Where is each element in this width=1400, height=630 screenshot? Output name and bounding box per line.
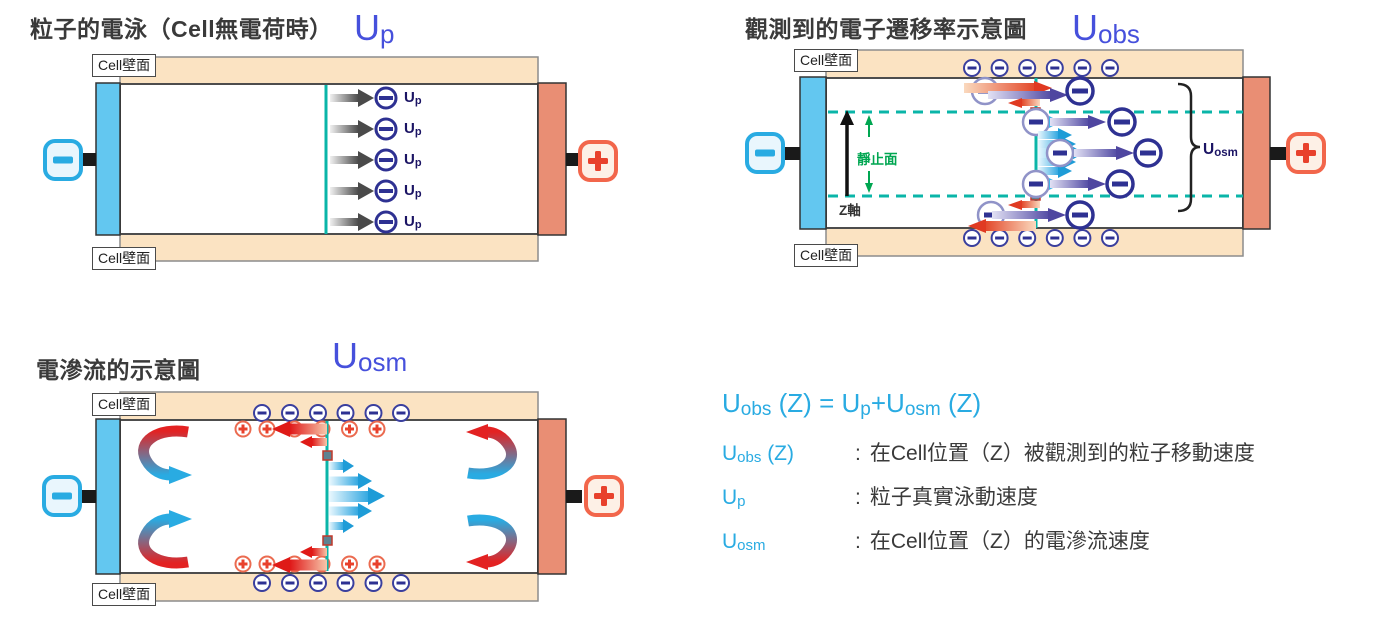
up-velocity-label: Up — [404, 213, 422, 231]
minus-terminal-icon — [43, 139, 83, 181]
cell-wall-top — [119, 391, 539, 421]
negative-electrode-plate — [95, 418, 121, 575]
diagram1-big-label: Up — [354, 7, 395, 49]
cell-wall-top — [119, 56, 539, 85]
negative-electrode-plate — [95, 82, 121, 236]
up-velocity-label: Up — [404, 89, 422, 107]
formula-block: Uobs (Z) = Up+Uosm (Z) Uobs (Z) : 在Cell位… — [722, 388, 1255, 569]
definition-row: Up : 粒子真實泳動速度 — [722, 486, 1038, 510]
negative-electrode-plate — [799, 76, 827, 230]
up-velocity-label: Up — [404, 151, 422, 169]
stationary-plane-markers — [865, 115, 873, 193]
uosm-brace-label: Uosm — [1203, 141, 1238, 159]
cell-wall-label: Cell壁面 — [92, 583, 157, 606]
diagram-electroosmotic-flow — [42, 391, 624, 602]
cell-wall-top — [825, 49, 1244, 79]
electrode-stub — [1270, 147, 1288, 160]
positive-electrode-plate — [537, 82, 567, 236]
plus-terminal-icon — [1286, 132, 1326, 174]
uosm-brace — [1177, 82, 1201, 213]
flow-row-near-top-wall — [964, 76, 1095, 108]
diagram2-title: 觀測到的電子遷移率示意圖 — [745, 16, 1027, 42]
positive-electrode-plate — [1242, 76, 1271, 230]
cell-chamber — [119, 83, 539, 235]
cell-wall-bottom — [119, 233, 539, 262]
equation: Uobs (Z) = Up+Uosm (Z) — [722, 388, 982, 420]
electroosmotic-flow-profile — [272, 421, 385, 573]
diagram-electrophoresis — [43, 56, 618, 262]
diagram3-title: 電滲流的示意圖 — [36, 357, 201, 383]
flow-row-near-bottom-wall — [968, 200, 1095, 233]
cell-wall-label: Cell壁面 — [92, 247, 157, 270]
diagram2-big-label: Uobs — [1072, 7, 1140, 49]
plus-terminal-icon — [578, 140, 618, 182]
cell-wall-bottom — [119, 572, 539, 602]
cell-wall-label: Cell壁面 — [92, 393, 157, 416]
diagram3-big-label: Uosm — [332, 335, 408, 377]
electrode-stub — [566, 490, 582, 503]
electrode-stub — [80, 153, 96, 166]
diagram1-title: 粒子的電泳（Cell無電荷時） — [30, 16, 333, 42]
cell-wall-label: Cell壁面 — [92, 54, 157, 77]
diagram-observed-mobility — [745, 49, 1326, 257]
stationary-plane-label: 靜止面 — [857, 152, 898, 167]
minus-terminal-icon — [42, 475, 82, 517]
flow-row-upper-plane — [1021, 107, 1137, 137]
electrode-stub — [80, 490, 96, 503]
flow-row-lower-plane — [1021, 169, 1135, 199]
z-axis-arrow — [840, 110, 854, 196]
electrode-stub — [784, 147, 800, 160]
cell-wall-label: Cell壁面 — [794, 49, 859, 72]
definition-row: Uosm : 在Cell位置（Z）的電滲流速度 — [722, 530, 1150, 554]
up-velocity-label: Up — [404, 120, 422, 138]
up-velocity-label: Up — [404, 182, 422, 200]
plus-terminal-icon — [584, 475, 624, 517]
cell-wall-label: Cell壁面 — [794, 244, 859, 267]
flow-row-center — [1038, 128, 1163, 178]
minus-terminal-icon — [745, 132, 785, 174]
z-axis-label: Z軸 — [839, 203, 861, 218]
definition-row: Uobs (Z) : 在Cell位置（Z）被觀測到的粒子移動速度 — [722, 442, 1255, 466]
positive-electrode-plate — [537, 418, 567, 575]
